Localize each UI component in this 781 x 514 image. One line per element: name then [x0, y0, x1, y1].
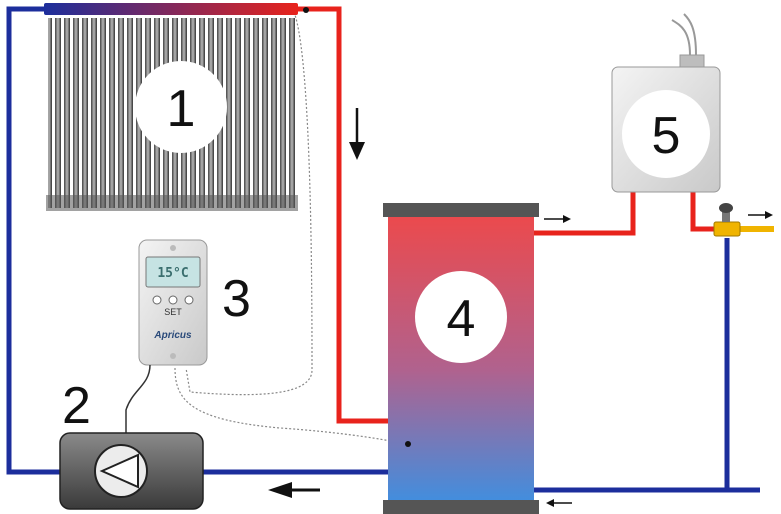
booster-heater: 5: [611, 13, 721, 193]
sensor-wires: [174, 11, 405, 445]
cold-pipe-loop: [6, 6, 760, 493]
controller-display: 15°C: [157, 266, 188, 281]
storage-tank: 4: [383, 203, 539, 514]
arrow-icon: [349, 108, 365, 160]
triangle-play-icon: [99, 453, 139, 489]
solar-collector: 1: [44, 3, 309, 211]
controller-button-set[interactable]: [168, 295, 178, 305]
collector-label: 1: [167, 80, 196, 138]
arrow-icon: [268, 482, 320, 498]
controller-brand: Apricus: [153, 330, 192, 341]
arrow-icon: [546, 499, 572, 507]
pump-label: 2: [62, 377, 91, 435]
arrow-icon: [748, 211, 773, 219]
valve-icon: [713, 203, 741, 237]
tank-label: 4: [447, 290, 476, 348]
controller-button-down[interactable]: [152, 295, 162, 305]
controller-button-up[interactable]: [184, 295, 194, 305]
controller-unit: 15°C SET Apricus 3: [138, 239, 251, 366]
pump-cable: [125, 364, 151, 435]
controller-set-label: SET: [164, 307, 182, 317]
arrow-icon: [544, 215, 571, 223]
controller-label: 3: [222, 270, 251, 328]
pump: 2: [59, 377, 204, 510]
heater-label: 5: [652, 107, 681, 165]
